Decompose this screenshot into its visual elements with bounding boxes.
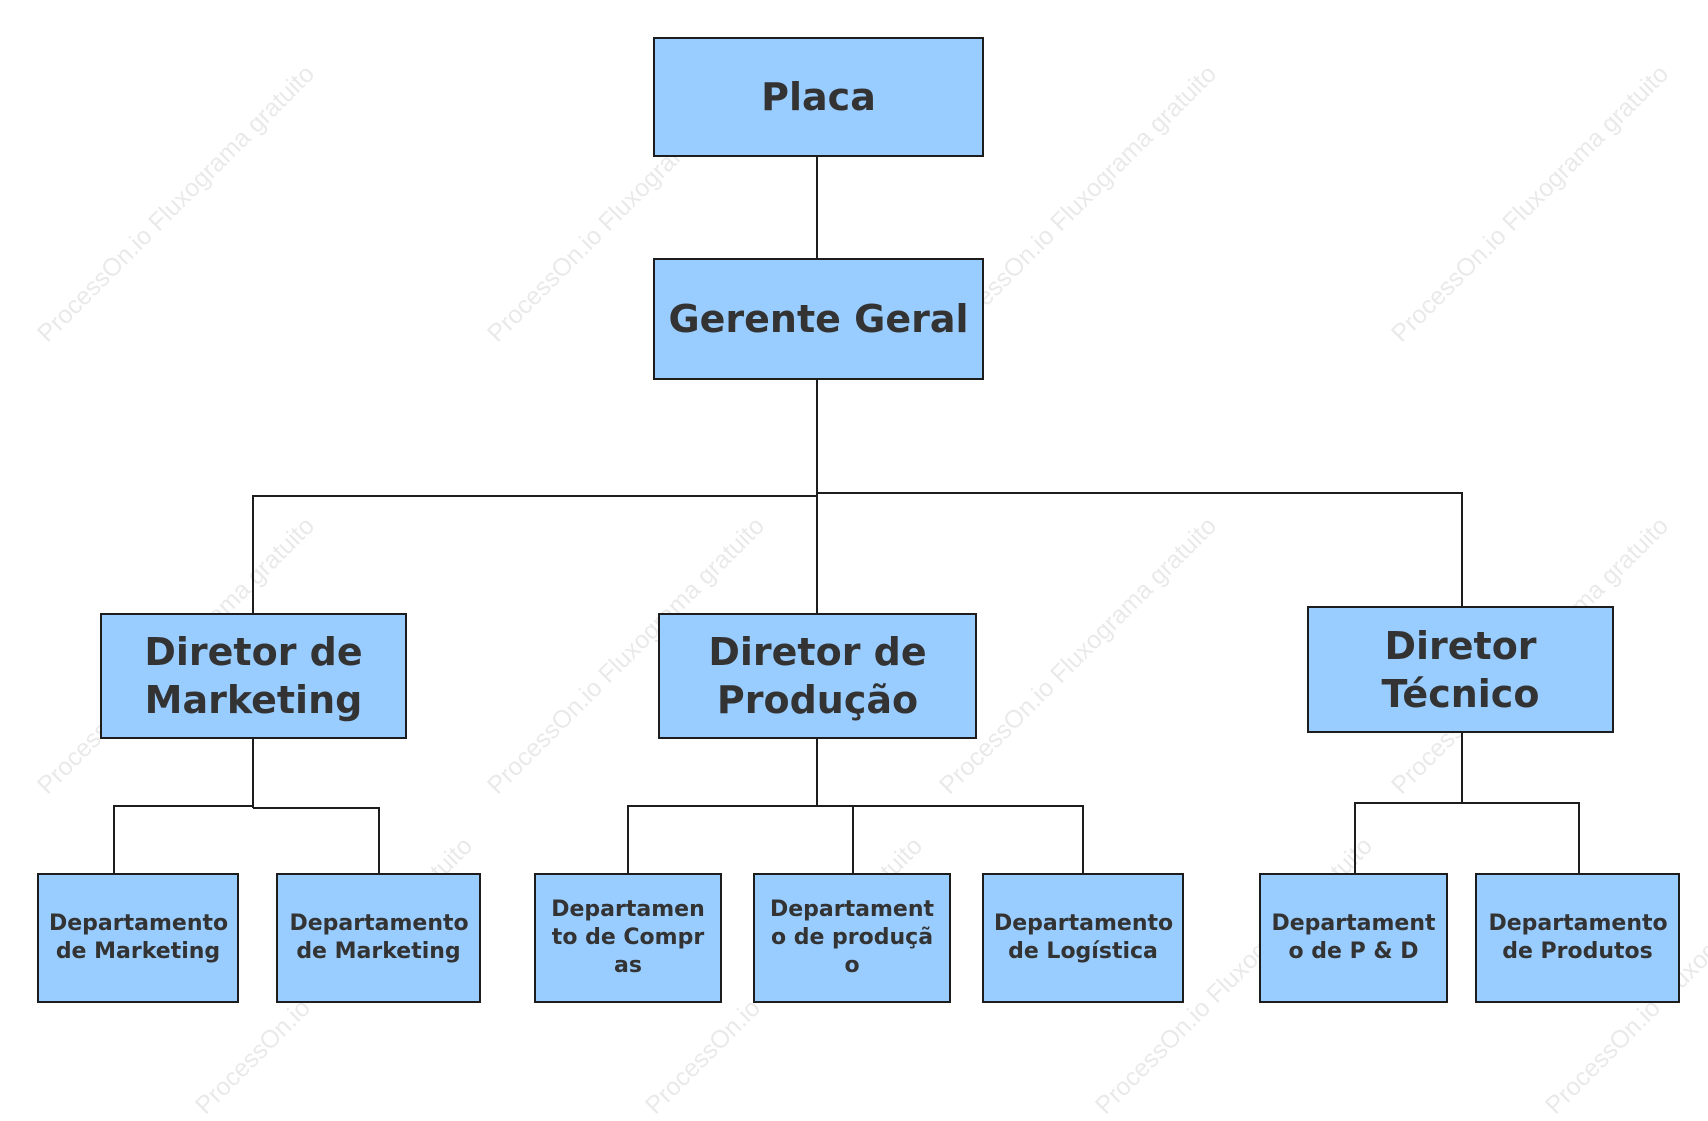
- node-diretor-producao[interactable]: Diretor de Produção: [658, 613, 977, 739]
- node-diretor-tecnico[interactable]: Diretor Técnico: [1307, 606, 1614, 733]
- node-gerente-geral[interactable]: Gerente Geral: [653, 258, 984, 380]
- connector-to-dep-pd: [1354, 802, 1462, 873]
- connector-to-diretor-marketing: [252, 495, 817, 613]
- connector-to-diretor-tecnico: [817, 492, 1463, 606]
- connector-to-dep-compras: [627, 805, 817, 873]
- node-label: Departamento de Compras: [551, 897, 705, 978]
- node-dep-compras[interactable]: Departamento de Compras: [534, 873, 722, 1003]
- connector-lines: [113, 157, 1580, 873]
- org-chart-canvas: ProcessOn.io Fluxograma gratuito Process…: [32, 37, 1708, 1120]
- connector-to-dep-marketing-2: [253, 807, 380, 873]
- node-dep-logistica[interactable]: Departamento de Logística: [982, 873, 1184, 1003]
- node-dep-producao[interactable]: Departamento de produção: [753, 873, 951, 1003]
- node-label: Departamento de Marketing: [49, 911, 229, 964]
- node-dep-marketing-2[interactable]: Departamento de Marketing: [276, 873, 481, 1003]
- node-label: Departamento de Produtos: [1488, 911, 1668, 964]
- node-label: Diretor de Produção: [708, 630, 927, 722]
- node-label: Diretor Técnico: [1381, 623, 1540, 716]
- node-label: Departamento de P & D: [1271, 911, 1436, 964]
- node-placa[interactable]: Placa: [653, 37, 984, 157]
- node-diretor-marketing[interactable]: Diretor de Marketing: [100, 613, 407, 739]
- node-label: Diretor de Marketing: [144, 630, 363, 722]
- node-label: Gerente Geral: [668, 297, 969, 341]
- node-dep-pd[interactable]: Departamento de P & D: [1259, 873, 1448, 1003]
- node-label: Departamento de Marketing: [289, 911, 469, 964]
- connector-to-dep-produtos: [1462, 802, 1580, 873]
- node-dep-marketing-1[interactable]: Departamento de Marketing: [37, 873, 239, 1003]
- node-label: Departamento de produção: [769, 897, 934, 978]
- connector-to-dep-producao: [817, 805, 854, 873]
- node-label: Placa: [761, 75, 876, 119]
- connector-to-dep-marketing-1: [113, 805, 253, 873]
- node-dep-produtos[interactable]: Departamento de Produtos: [1475, 873, 1680, 1003]
- connector-to-dep-logistica: [817, 805, 1084, 873]
- node-label: Departamento de Logística: [994, 911, 1174, 964]
